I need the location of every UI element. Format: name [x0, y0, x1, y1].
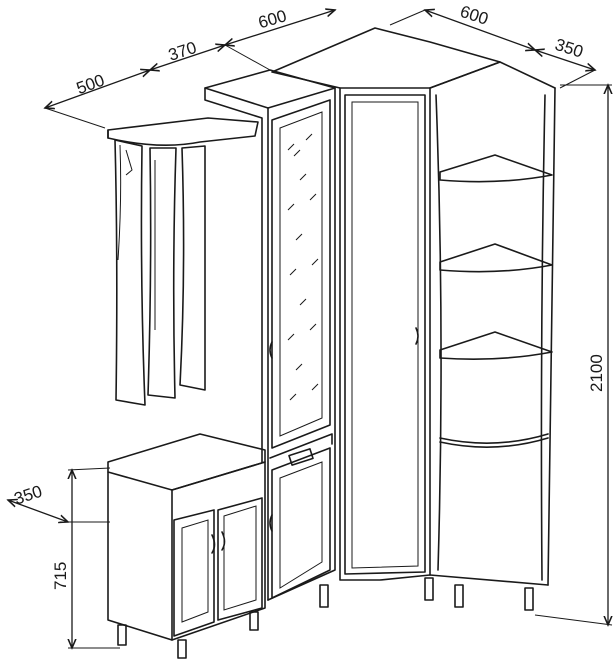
- dim-label-bench-height: 715: [51, 562, 70, 590]
- tall-glass-cabinet: [204, 69, 336, 608]
- dim-label-cabinet-depth: 370: [166, 38, 199, 65]
- bench-cabinet: [107, 433, 266, 659]
- dimension-lines: [8, 10, 612, 648]
- dim-label-bench-depth: 350: [12, 482, 45, 509]
- dim-label-corner-width-right: 600: [458, 2, 491, 29]
- corner-wardrobe: [271, 27, 501, 601]
- glass-pattern: [287, 133, 319, 401]
- dim-label-hanger-width: 500: [74, 71, 107, 99]
- coat-hanger-panel: [107, 117, 259, 406]
- dim-label-corner-width-left: 600: [256, 6, 289, 32]
- dim-label-total-height: 2100: [587, 354, 606, 392]
- corner-shelf-unit: [429, 61, 556, 611]
